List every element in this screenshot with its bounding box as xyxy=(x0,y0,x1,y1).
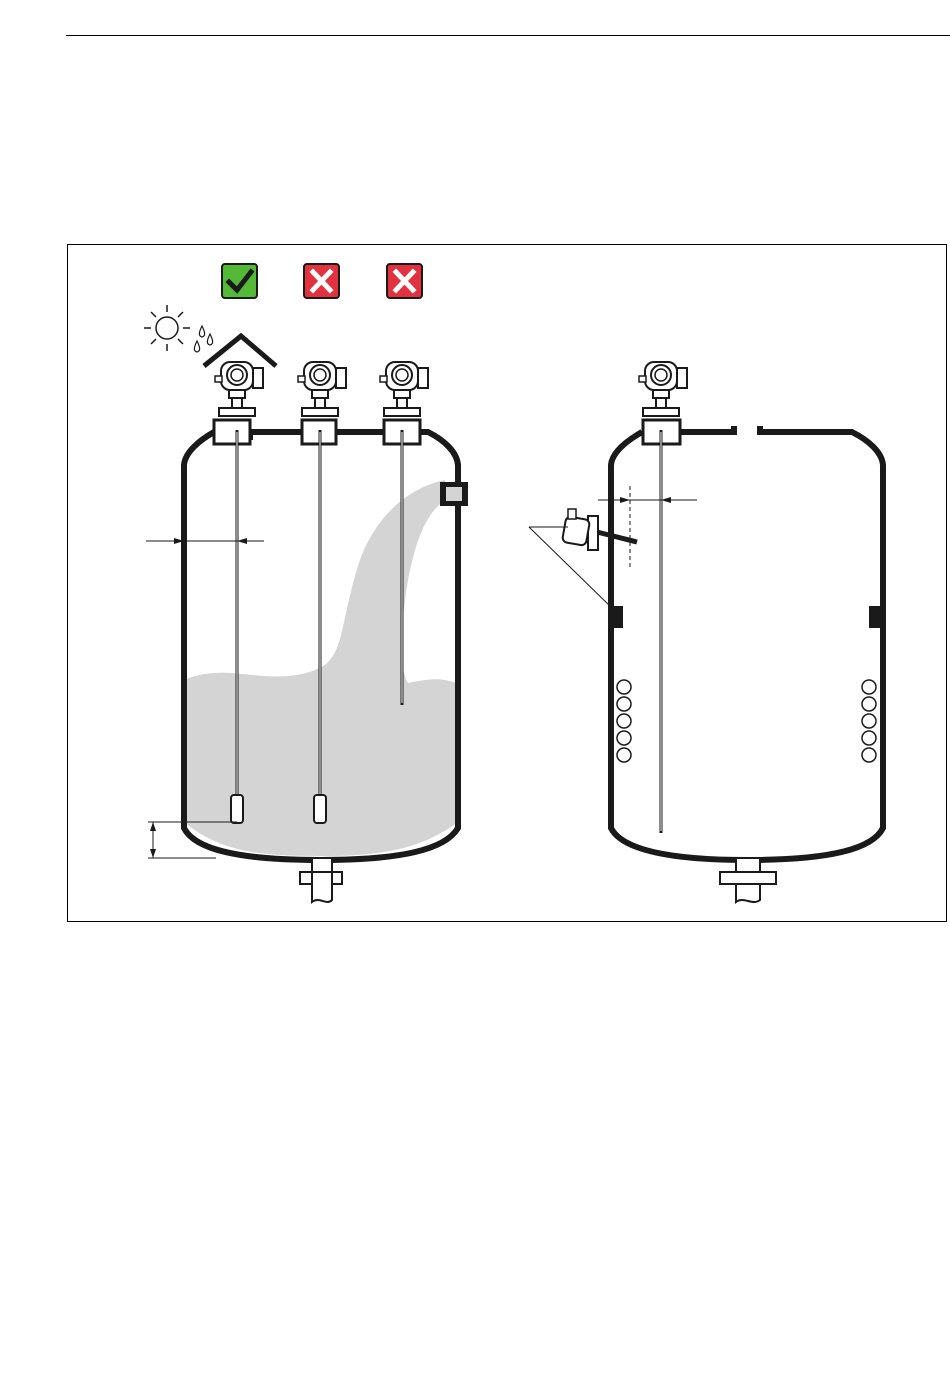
cross-mark-icon xyxy=(304,264,339,298)
left-tank-outline-top xyxy=(420,432,458,482)
probe-weight-1 xyxy=(231,795,243,823)
coil-circle xyxy=(617,680,631,694)
coil-circle xyxy=(617,697,631,711)
side-inlet-opening xyxy=(446,487,462,501)
right-tank-outline xyxy=(611,426,883,860)
level-transmitter-icon xyxy=(298,362,346,416)
coil-circle xyxy=(862,714,876,728)
coil-circle xyxy=(862,697,876,711)
wall-distance-dimension xyxy=(146,538,264,544)
left-tank-outlet-neck xyxy=(312,858,332,872)
sun-icon xyxy=(144,305,190,351)
coil-circle xyxy=(862,731,876,745)
right-wall-support xyxy=(869,606,882,628)
coil-circle xyxy=(617,714,631,728)
level-transmitter-icon xyxy=(380,362,428,416)
right-tank-outlet-flange xyxy=(720,872,776,884)
level-switch-icon xyxy=(562,509,637,550)
probe-weight-2 xyxy=(314,795,326,823)
left-tank-nozzle-1 xyxy=(214,420,250,444)
coil-circle xyxy=(617,731,631,745)
coil-circle xyxy=(862,680,876,694)
right-tank-outlet-pipe xyxy=(736,884,760,902)
coil-circle xyxy=(862,748,876,762)
right-tank-roof-segment xyxy=(680,426,734,432)
check-mark-icon xyxy=(222,264,257,298)
coil-circle xyxy=(617,748,631,762)
cross-mark-icon xyxy=(387,264,422,298)
rain-drops-icon xyxy=(194,326,212,352)
heating-coil-right xyxy=(862,680,876,762)
heating-coil-left xyxy=(617,680,631,762)
level-transmitter-icon xyxy=(215,362,263,416)
level-transmitter-icon xyxy=(639,362,687,416)
left-wall-support xyxy=(611,606,623,628)
right-tank-outlet-neck xyxy=(736,858,760,872)
